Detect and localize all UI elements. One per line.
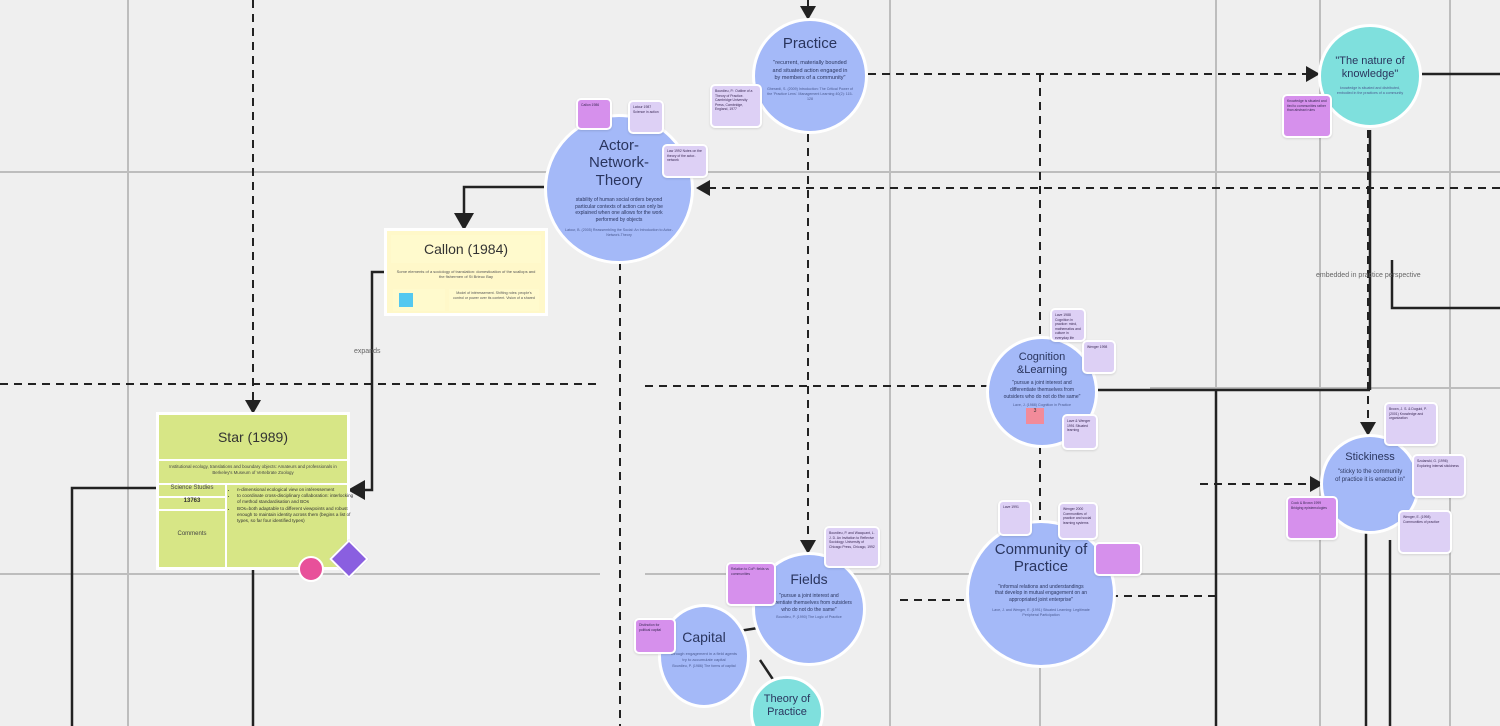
ant-note-2[interactable]: Latour 1987 Science in action xyxy=(628,100,664,134)
cognition-note-2[interactable]: Wenger 1998 xyxy=(1082,340,1116,374)
star-bullet: to coordinate cross-disciplinary collabo… xyxy=(237,493,355,505)
stickiness-note-4[interactable]: Wenger, E. (1998) Communities of practic… xyxy=(1398,510,1452,554)
stickiness-note-1[interactable]: Brown, J. S. & Duguid, P. (2001) Knowled… xyxy=(1384,402,1438,446)
callon-text: Some elements of a sociology of translat… xyxy=(396,269,536,280)
stickiness-quote: "sticky to the community of practice it … xyxy=(1335,468,1405,483)
callon-swatch-cell xyxy=(393,289,445,311)
star-left-column: Science Studies 13763 Comments xyxy=(159,485,227,569)
stickiness-note-2[interactable]: Szulanski, G. (1996) Exploring internal … xyxy=(1412,454,1466,498)
cop-quote: "informal relations and understandings t… xyxy=(995,583,1088,604)
cognition-learning-node[interactable]: Cognition &Learning "pursue a joint inte… xyxy=(986,336,1098,448)
practice-ref: Gherardi, S. (2009) Introduction: The Cr… xyxy=(767,86,853,101)
practice-ref-note[interactable]: Bourdieu, P.: Outline of a Theory of Pra… xyxy=(710,84,762,128)
cognition-note-3[interactable]: Lave & Wenger 1991 Situated learning xyxy=(1062,414,1098,450)
star-bullet: BOs=both adaptable to different viewpoin… xyxy=(237,506,355,525)
ant-title: Actor-Network-Theory xyxy=(588,137,649,189)
theory-practice-title: Theory of Practice xyxy=(763,693,811,718)
star-field-label: Science Studies xyxy=(159,485,225,498)
callon-card[interactable]: Callon (1984) Some elements of a sociolo… xyxy=(384,228,548,316)
fields-quote: "pursue a joint interest and differentia… xyxy=(766,593,852,613)
nature-quote: knowledge is situated and distributed, e… xyxy=(1336,86,1404,96)
cop-ref: Lave, J. and Wenger, E. (1991) Situated … xyxy=(992,607,1090,617)
capital-ref: Bourdieu, P. (1986) The forms of capital xyxy=(672,664,736,669)
star-comments-label: Comments xyxy=(177,531,207,537)
ant-node[interactable]: Actor-Network-Theory stability of human … xyxy=(544,114,694,264)
practice-node[interactable]: Practice "recurrent, materially bounded … xyxy=(752,18,868,134)
star-count: 13763 xyxy=(159,498,225,511)
ant-note-3[interactable]: Law 1992 Notes on the theory of the acto… xyxy=(662,144,708,178)
stickiness-note-3[interactable]: Cook & Brown 1999 Bridging epistemologie… xyxy=(1286,496,1338,540)
ant-note-1[interactable]: Callon 1986 xyxy=(576,98,612,130)
cop-note-3[interactable] xyxy=(1094,542,1142,576)
community-of-practice-node[interactable]: Community of Practice "informal relation… xyxy=(966,520,1116,668)
capital-quote: through engagement in a field agents try… xyxy=(670,651,738,662)
pink-dot-sticker[interactable] xyxy=(298,556,324,582)
star-subtitle: Institutional ecology, translations and … xyxy=(159,461,347,485)
cop-note-1[interactable]: Lave 1991 xyxy=(998,500,1032,536)
capital-title: Capital xyxy=(682,629,726,645)
nature-note[interactable]: Knowledge is situated and tied to commun… xyxy=(1282,94,1332,138)
cognition-quote: "pursue a joint interest and differentia… xyxy=(1003,380,1081,400)
fields-ref: Bourdieu, P. (1990) The Logic of Practic… xyxy=(776,615,842,620)
embedded-label: embedded in practice perspective xyxy=(1316,272,1421,279)
cop-title: Community of Practice xyxy=(994,541,1088,576)
ant-quote: stability of human social orders beyond … xyxy=(575,196,663,223)
expands-label: expands xyxy=(354,348,381,355)
stickiness-title: Stickiness xyxy=(1345,451,1395,463)
ant-ref: Latour, B. (2005) Reassembling the Socia… xyxy=(565,227,673,237)
star-bullet: n-dimensional ecological view on intéres… xyxy=(237,487,355,493)
cognition-ref: Lave, J. (1988) Cognition in Practice xyxy=(1013,402,1071,407)
nature-title: "The nature of knowledge" xyxy=(1335,55,1405,80)
practice-quote: "recurrent, materially bounded and situa… xyxy=(772,60,848,82)
cop-note-2[interactable]: Wenger 2000 Communities of practice and … xyxy=(1058,502,1098,540)
star-card[interactable]: Star (1989) Institutional ecology, trans… xyxy=(156,412,353,570)
star-bullets: n-dimensional ecological view on intéres… xyxy=(227,485,355,524)
cognition-marker[interactable]: 3 xyxy=(1026,408,1044,424)
callon-swatch xyxy=(399,293,413,307)
fields-note-2[interactable]: Relation to CoP: fields vs communities xyxy=(726,562,776,606)
star-title: Star (1989) xyxy=(159,415,347,461)
fields-note-1[interactable]: Bourdieu, P. and Wacquant, L. J. D. An I… xyxy=(824,526,880,568)
practice-title: Practice xyxy=(782,35,838,52)
nature-of-knowledge-node[interactable]: "The nature of knowledge" knowledge is s… xyxy=(1318,24,1422,128)
cognition-title: Cognition &Learning xyxy=(1016,351,1068,376)
capital-note[interactable]: Distinction for political capital xyxy=(634,618,676,654)
cognition-note-1[interactable]: Lave 1988 Cognition in practice: mind, m… xyxy=(1050,308,1086,342)
fields-title: Fields xyxy=(790,571,828,587)
callon-cell: Model of intéressement. Shifting roles: … xyxy=(449,289,539,311)
callon-title: Callon (1984) xyxy=(391,235,541,263)
